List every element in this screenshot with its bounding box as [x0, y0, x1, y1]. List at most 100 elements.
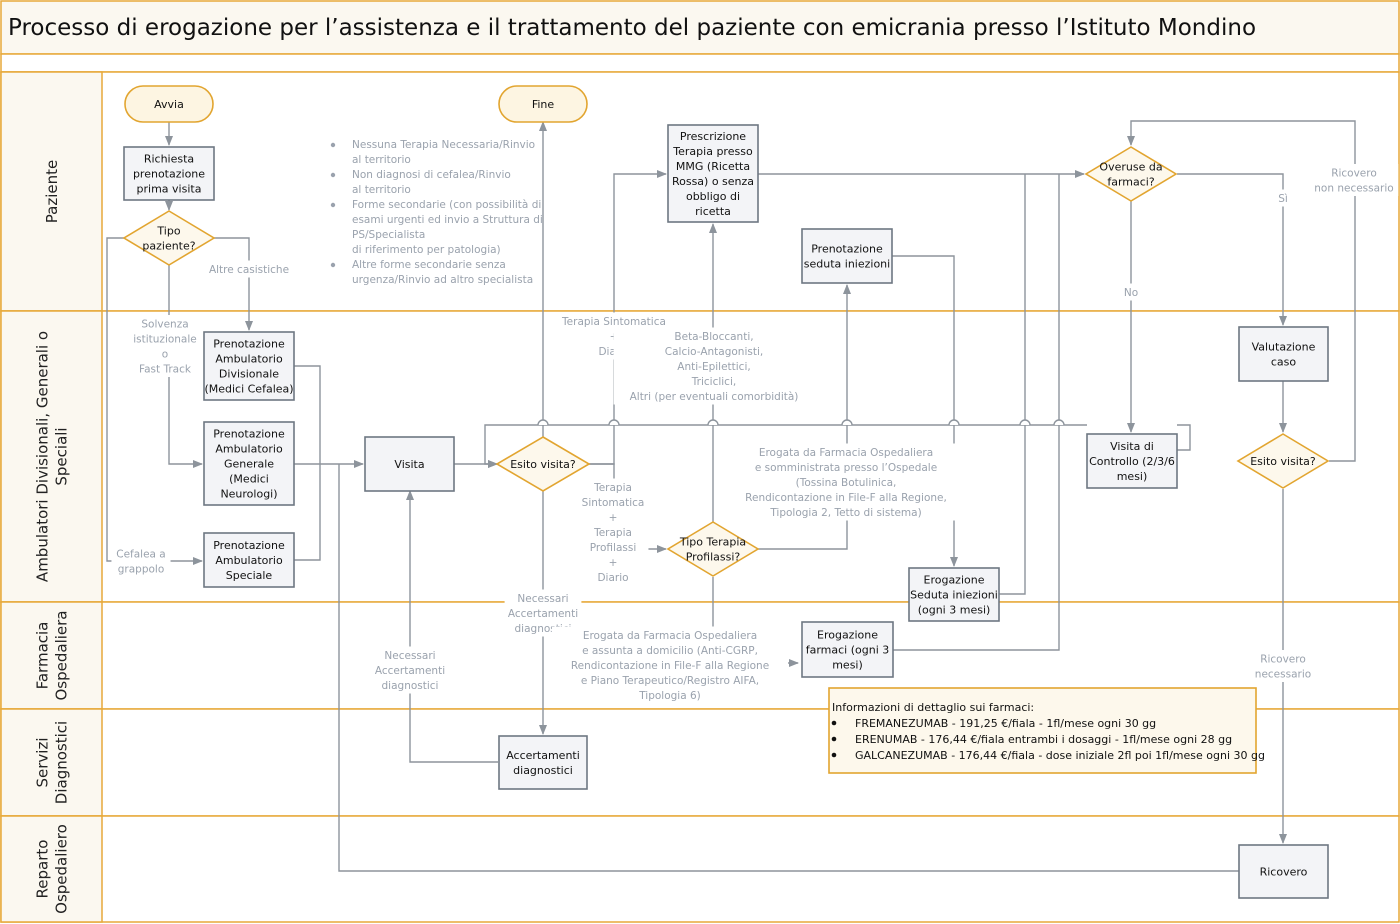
note-text-si: Sì — [1278, 193, 1288, 205]
info-item-1: FREMANEZUMAB - 191,25 €/fiala - 1fl/mese… — [855, 717, 1156, 730]
edge-divisionale-visita — [294, 365, 321, 464]
info-item-3: GALCANEZUMAB - 176,44 €/fiala - dose ini… — [855, 749, 1265, 762]
lane-reparto: RepartoOspedaliero — [0, 815, 1400, 923]
edge-speciale-visita — [294, 464, 321, 561]
node-fine: Fine — [498, 85, 588, 123]
line-hop — [707, 419, 719, 426]
line-hop — [1019, 419, 1031, 426]
note-text-beta-bloccanti: Beta-Bloccanti,Calcio-Antagonisti,Anti-E… — [630, 331, 799, 403]
line-hop — [841, 419, 853, 426]
edge-tipo-divisionale — [214, 237, 253, 331]
note-si: Sì — [1274, 189, 1292, 207]
node-ricovero: Ricovero — [1238, 844, 1329, 899]
info-title: Informazioni di dettaglio sui farmaci: — [832, 701, 1034, 714]
diagram-title: Processo di erogazione per l’assistenza … — [8, 15, 1256, 41]
info-bullet — [831, 752, 837, 758]
info-item-2: ERENUMAB - 176,44 €/fiala entrambi i dos… — [855, 733, 1232, 746]
line-hop — [537, 419, 549, 426]
node-visita: Visita — [364, 436, 455, 492]
note-text-no: No — [1124, 287, 1138, 299]
note-beta-bloccanti: Beta-Bloccanti,Calcio-Antagonisti,Anti-E… — [613, 327, 815, 405]
line-hop — [948, 419, 960, 426]
node-label-esito-visita-1: Esito visita? — [510, 458, 576, 471]
lane-label-paziente: Paziente — [43, 160, 61, 223]
lane-label-servizi: ServiziDiagnostici — [34, 721, 71, 804]
note-altre-casistiche: Altre casistiche — [198, 260, 300, 278]
edge-esito2-overuse — [1127, 120, 1356, 462]
line-hop — [608, 419, 620, 426]
title-bar: Processo di erogazione per l’assistenza … — [0, 0, 1400, 73]
edge-seduta-overuse — [999, 174, 1026, 595]
edge-tipoterapia-seduta — [758, 284, 851, 550]
node-label-fine: Fine — [532, 98, 555, 111]
drug-info-box: Informazioni di dettaglio sui farmaci: FR… — [828, 687, 1265, 774]
note-text-altre-casistiche: Altre casistiche — [209, 264, 289, 276]
lane-label-ambulatori: Ambulatori Divisionali, Generali oSpecia… — [34, 331, 71, 582]
edge-ricovero-visita — [338, 464, 1239, 872]
lane-label-farmacia: FarmaciaOspedaliera — [34, 610, 71, 700]
info-bullet — [831, 720, 837, 726]
connectors — [106, 120, 1356, 872]
node-label-avvia: Avvia — [154, 98, 184, 111]
edge-controllo-back — [484, 424, 1087, 468]
line-hops — [537, 419, 1065, 426]
node-label-ricovero: Ricovero — [1260, 866, 1308, 879]
node-esito-visita-2: Esito visita? — [1236, 433, 1330, 489]
node-label-esito-visita-2: Esito visita? — [1250, 455, 1316, 468]
edge-farmaci-overuse — [893, 174, 1060, 651]
